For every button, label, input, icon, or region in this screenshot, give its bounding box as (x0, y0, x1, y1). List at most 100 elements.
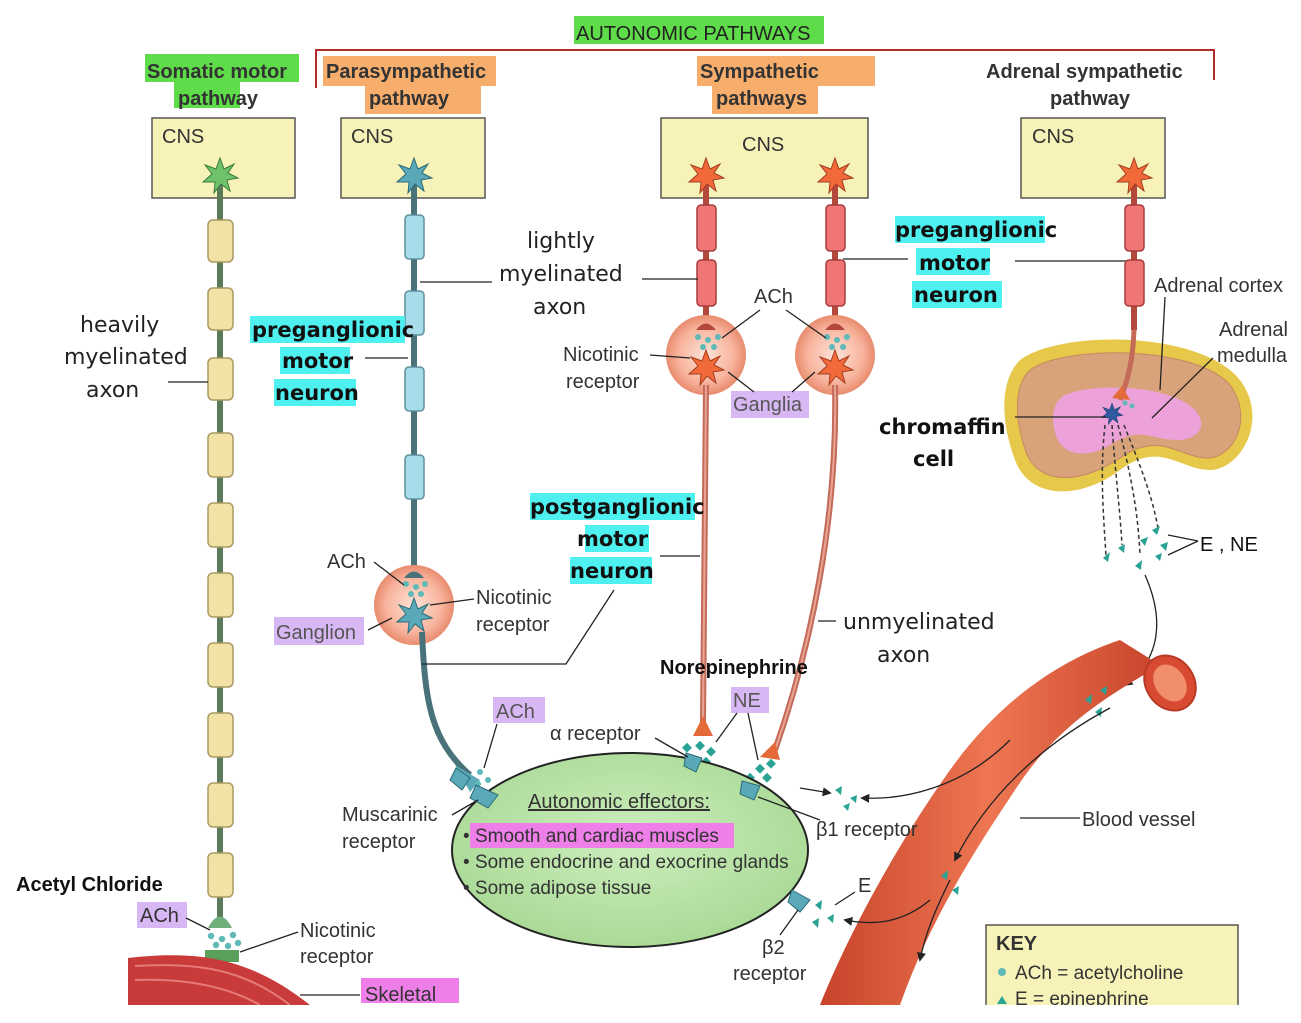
beta1-leader (757, 796, 821, 821)
para-ach-vesicles (475, 769, 491, 787)
somatic-ach-vesicles (207, 931, 242, 950)
pre-para-highlight-3 (274, 379, 356, 406)
adrenal-medulla (1053, 387, 1202, 454)
symp-ach-label: ACh (754, 286, 793, 308)
symp1-axon-terminal (693, 716, 713, 736)
cns-label-parasympathetic: CNS (351, 126, 393, 148)
autonomic-title-highlight (574, 16, 824, 44)
adrenal-medulla-label-1: Adrenal (1219, 319, 1288, 341)
para-ganglion-terminal (404, 571, 424, 578)
e-ne-label: E , NE (1200, 534, 1258, 556)
adrenal-ach-vesicles (1122, 400, 1135, 409)
post-highlight-2 (585, 525, 649, 552)
symp1-axon-core (702, 384, 707, 723)
beta2-label-1: β2 (762, 937, 785, 959)
symp-highlight-1 (697, 56, 875, 86)
ganglion-leader (367, 617, 393, 631)
alpha-receptor-label: α receptor (550, 723, 641, 745)
key-e-symbol (997, 996, 1007, 1004)
para-nicotinic-leader (429, 598, 475, 606)
unmyelinated-label-1: unmyelinated (843, 610, 995, 635)
muscarinic-receptor-icon (449, 767, 471, 791)
effector-ach-label: ACh (496, 701, 535, 723)
cns-label-adrenal: CNS (1032, 126, 1074, 148)
ne-leader-left (715, 712, 738, 743)
beta1-receptor-label: β1 receptor (816, 819, 918, 841)
unmyelinated-label-2: axon (877, 643, 930, 668)
pre-para-highlight-1 (250, 316, 405, 343)
pre-symp-label-3: neuron (914, 283, 998, 307)
effectors-title: Autonomic effectors: (528, 791, 710, 813)
somatic-title-1: Somatic motor (147, 61, 287, 83)
adrenal-title-1: Adrenal sympathetic (986, 61, 1183, 83)
beta2-label-2: receptor (733, 963, 807, 985)
heavily-myelinated-label-2: myelinated (64, 345, 188, 370)
post-label-2: motor (577, 527, 649, 551)
vessel-flow-arrow-2 (916, 879, 951, 962)
symp-ganglion-vesicles (695, 334, 850, 350)
pre-para-label-3: neuron (275, 381, 359, 405)
sympathetic-title-2: pathways (716, 88, 807, 110)
parasympathetic-title-2: pathway (369, 88, 450, 110)
heavily-myelinated-label-1: heavily (80, 313, 159, 338)
symp1-ach-leader (721, 309, 761, 339)
para-ganglion-vesicles (403, 581, 428, 597)
key-ach-symbol (998, 968, 1006, 976)
ne-leader-right (747, 712, 759, 761)
effector-ach-leader (483, 723, 498, 769)
vessel-to-beta1-arrow (860, 739, 1011, 803)
sympathetic-title-1: Sympathetic (700, 61, 819, 83)
vessel-to-beta2-arrow (843, 899, 931, 926)
somatic-title-2: pathway (178, 88, 259, 110)
blood-vessel (820, 640, 1160, 1005)
released-e-molecules (812, 786, 857, 928)
para-myelin-sheath (404, 214, 425, 500)
skeletal-highlight (361, 978, 459, 1003)
symp-highlight-2 (712, 86, 818, 114)
symp2-ganglion-terminal (825, 323, 845, 330)
adrenal-cortex-label: Adrenal cortex (1154, 275, 1283, 297)
para-highlight-1 (323, 56, 496, 86)
adrenal-cortex-leader (1159, 296, 1166, 391)
para-postganglionic-axon (419, 631, 472, 778)
heavily-myelinated-label-3: axon (86, 378, 139, 403)
parasympathetic-title-1: Parasympathetic (326, 61, 486, 83)
norepinephrine-label: Norepinephrine (660, 657, 808, 679)
skeletal-muscle (128, 955, 310, 1005)
cns-label-sympathetic: CNS (742, 134, 784, 156)
e-label: E (858, 875, 871, 897)
adrenal-medulla-leader (1151, 357, 1214, 419)
lightly-myelinated-label-2: myelinated (499, 262, 623, 287)
ne-highlight (731, 687, 769, 713)
skeletal-muscle-fiber-2 (134, 978, 261, 1006)
key-title: KEY (996, 933, 1038, 955)
symp2-axon-core (774, 384, 837, 751)
somatic-ach-highlight (137, 902, 187, 928)
vessel-flow-arrow-1 (954, 707, 1111, 862)
e-ne-molecules (1103, 526, 1168, 570)
somatic-ach-label: ACh (140, 905, 179, 927)
key-e-entry: E = epinephrine (1015, 989, 1149, 1010)
ne-label: NE (733, 690, 761, 712)
somatic-highlight-1 (145, 54, 299, 82)
symp2-postganglionic-axon (772, 384, 839, 751)
pre-para-highlight-2 (280, 347, 350, 374)
adrenal-medulla-label-2: medulla (1217, 345, 1288, 367)
somatic-axon-terminal (208, 916, 232, 928)
key-box (985, 924, 1239, 1011)
symp1-ganglion-terminal (696, 323, 716, 330)
beta1-flow-arrow (799, 787, 832, 797)
pre-symp-label-2: motor (919, 251, 991, 275)
acetyl-chloride-label: Acetyl Chloride (16, 874, 163, 896)
beta2-leader (779, 909, 799, 936)
somatic-nicotinic-label-2: receptor (300, 946, 374, 968)
ganglion-highlight (274, 617, 364, 645)
e-leader (834, 891, 856, 906)
skeletal-muscle-fiber-1 (134, 964, 291, 1006)
chromaffin-label-1: chromaffin (879, 415, 1006, 439)
blood-vessel-label: Blood vessel (1082, 809, 1195, 831)
adrenal-axon-terminal (1112, 386, 1130, 400)
post-label-1: postganglionic (530, 495, 705, 519)
pre-symp-highlight-2 (916, 248, 990, 275)
